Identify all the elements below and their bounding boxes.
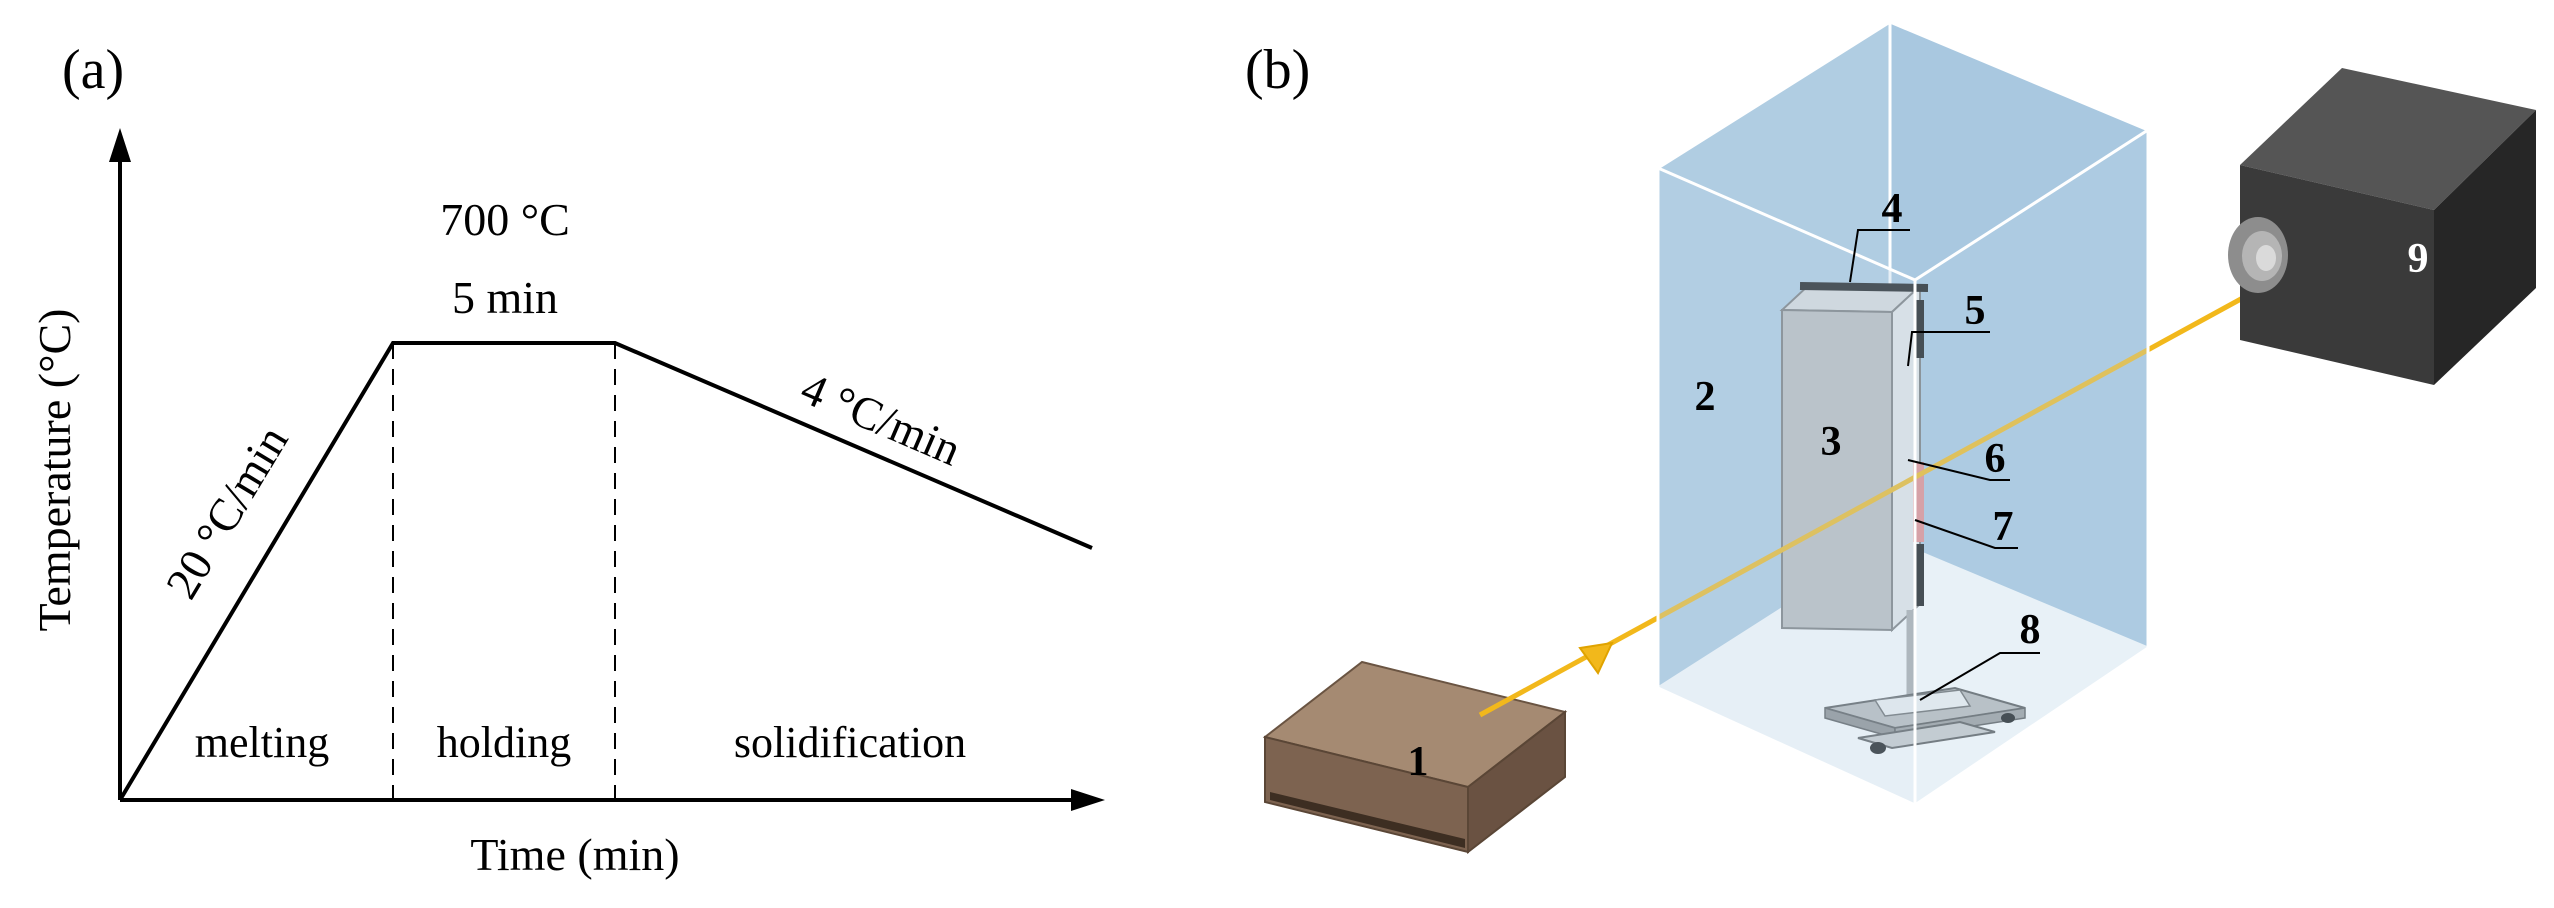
callout-leaders — [1849, 229, 2040, 701]
spacer-bottom — [1915, 544, 1924, 606]
spacer-top — [1915, 300, 1924, 358]
callout-6: 6 — [1985, 436, 2006, 482]
stage-label-solidification: solidification — [734, 718, 966, 767]
panel-a: (a) Temperature (°C) Time (min) 700 °C 5… — [29, 39, 1105, 880]
chamber-front — [1656, 127, 2150, 808]
stage-label-holding: holding — [437, 718, 571, 767]
panel-a-label: (a) — [62, 39, 124, 101]
panel-b: (b) — [1245, 19, 2536, 855]
callout-9: 9 — [2408, 236, 2429, 282]
hold-time-label: 5 min — [452, 272, 558, 323]
callout-1: 1 — [1408, 739, 1429, 785]
panel-b-label: (b) — [1245, 39, 1310, 101]
callout-8: 8 — [2020, 607, 2041, 653]
sample-region-7 — [1913, 462, 1924, 542]
light-source-box — [1262, 660, 1568, 855]
top-bar-4 — [1799, 282, 1929, 292]
camera — [2228, 68, 2536, 385]
x-axis-label: Time (min) — [470, 829, 679, 880]
beam-arrow-icon — [1578, 641, 1614, 675]
callout-7: 7 — [1993, 504, 2014, 550]
light-beam — [1478, 279, 2274, 718]
y-axis-label: Temperature (°C) — [29, 309, 80, 632]
callout-labels: 1 2 3 4 5 6 7 8 9 — [1408, 186, 2429, 785]
callout-3: 3 — [1821, 419, 1842, 465]
base-stage-8 — [1824, 686, 2026, 754]
x-axis-arrow-icon — [1071, 789, 1105, 811]
chamber-back — [1654, 19, 2152, 691]
y-axis-arrow-icon — [109, 128, 131, 162]
callout-2: 2 — [1695, 374, 1716, 420]
callout-4: 4 — [1882, 186, 1903, 232]
hold-temperature-label: 700 °C — [440, 194, 570, 245]
sample-holder-plate — [1779, 282, 1929, 712]
heating-rate-label: 20 °C/min — [156, 417, 298, 607]
callout-5: 5 — [1965, 288, 1986, 334]
temperature-profile-line — [118, 341, 1093, 802]
stage-label-melting: melting — [195, 718, 329, 767]
